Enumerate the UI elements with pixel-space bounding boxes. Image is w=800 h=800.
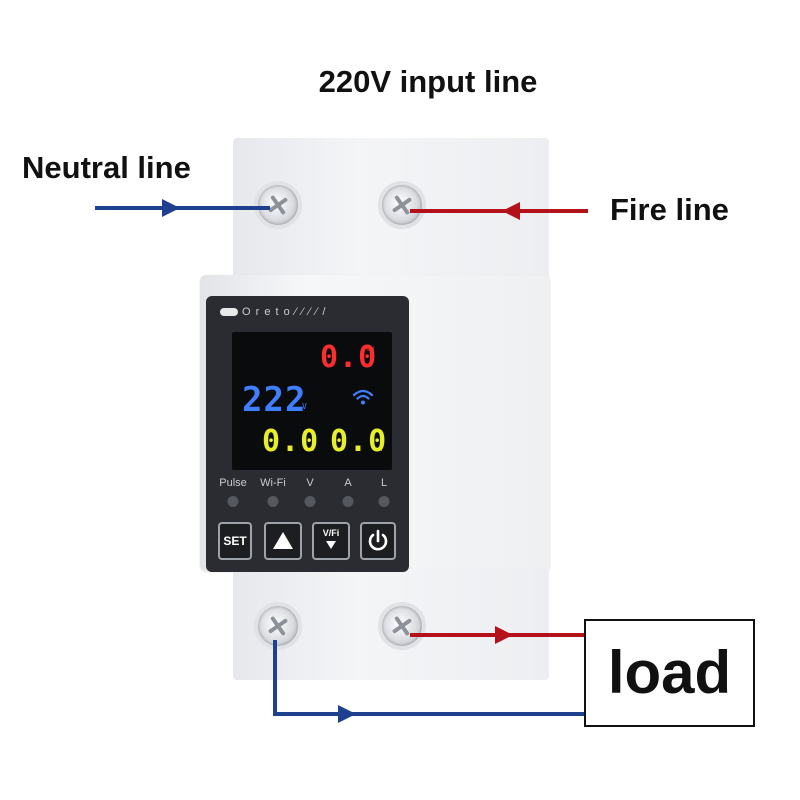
neutral-input-arrow	[162, 199, 180, 217]
brand-text: O r e t o ⁄ ⁄ ⁄ ⁄ /	[242, 306, 327, 318]
neutral-line-label: Neutral line	[22, 150, 191, 185]
indicator-label-l: L	[380, 477, 388, 489]
load-box: load	[584, 619, 755, 727]
diagram-title: 220V input line	[318, 64, 538, 99]
leakage-unit: mA	[374, 446, 384, 453]
indicator-led-a	[342, 496, 354, 507]
indicator-led-pulse	[227, 496, 239, 507]
indicator-label-pulse: Pulse	[219, 477, 247, 489]
triangle-down-icon	[326, 541, 336, 549]
voltage-reading: 222	[242, 380, 307, 420]
lcd-screen: 0.0 kW 222 V 0.0 A 0.0 mA	[232, 332, 392, 470]
up-button[interactable]	[264, 522, 302, 560]
leakage-reading: 0.0	[330, 424, 388, 459]
indicator-label-a: A	[344, 477, 352, 489]
power-icon	[368, 529, 388, 551]
wifi-icon	[352, 389, 374, 405]
power-unit: kW	[366, 346, 376, 353]
set-button[interactable]: SET	[218, 522, 252, 560]
output-neutral-terminal	[254, 602, 302, 650]
vfi-down-button[interactable]: V/Fi	[312, 522, 350, 560]
indicator-label-wifi: Wi-Fi	[260, 477, 286, 489]
output-fire-terminal	[378, 602, 426, 650]
power-reading: 0.0	[320, 340, 378, 375]
input-fire-terminal	[378, 181, 426, 229]
neutral-load-arrow	[338, 705, 356, 723]
brand-logo: O r e t o ⁄ ⁄ ⁄ ⁄ /	[220, 306, 326, 318]
brand-pill-icon	[220, 308, 238, 317]
vfi-button-label: V/Fi	[322, 528, 340, 538]
power-button[interactable]	[360, 522, 396, 560]
indicator-led-l	[378, 496, 390, 507]
current-reading: 0.0	[262, 424, 320, 459]
indicator-led-v	[304, 496, 316, 507]
front-panel: O r e t o ⁄ ⁄ ⁄ ⁄ / 0.0 kW 222 V 0.0 A 0…	[206, 296, 409, 572]
input-neutral-terminal	[254, 181, 302, 229]
indicator-label-v: V	[306, 477, 314, 489]
indicator-led-wifi	[267, 496, 279, 507]
current-unit: A	[310, 446, 315, 453]
fire-load-arrow	[495, 626, 513, 644]
fire-line-label: Fire line	[610, 192, 729, 227]
neutral-load-wire	[273, 640, 584, 716]
triangle-up-icon	[273, 532, 293, 549]
voltage-unit: V	[302, 402, 308, 411]
fire-input-arrow	[502, 202, 520, 220]
